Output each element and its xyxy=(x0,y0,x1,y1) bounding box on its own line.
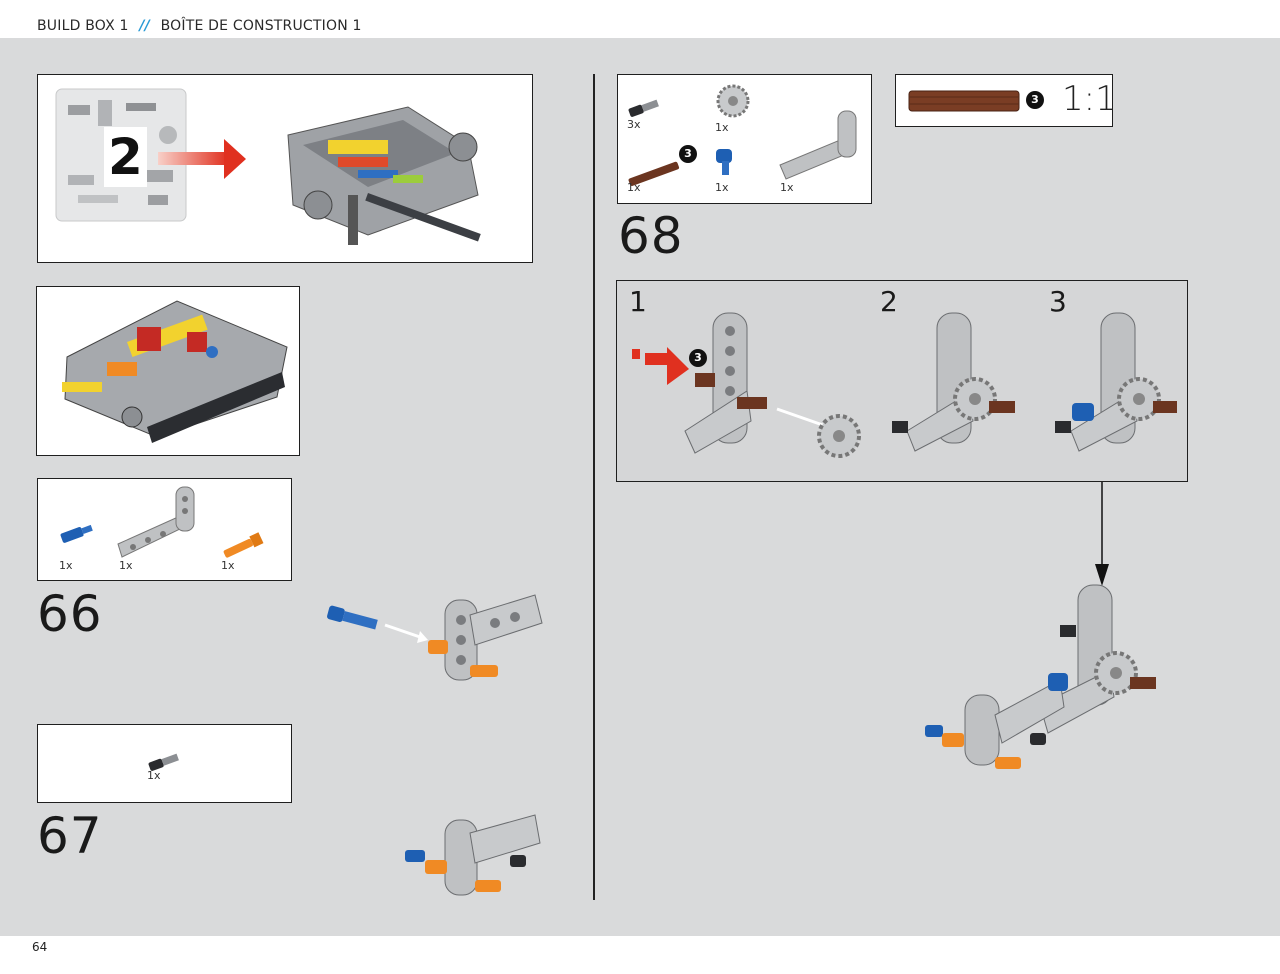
orange-pin-icon xyxy=(942,733,964,747)
axle-reference-badge: 3 xyxy=(1026,91,1044,109)
brown-axle-icon xyxy=(989,401,1015,413)
header-separator: // xyxy=(139,18,150,34)
orange-pin-icon xyxy=(425,860,447,874)
blue-connector-icon xyxy=(1072,403,1094,421)
part-qty-black-pin: 3x xyxy=(627,118,641,131)
axle-length-badge: 3 xyxy=(679,145,697,163)
orange-pin-icon xyxy=(428,640,448,654)
orange-pin-icon xyxy=(470,665,498,677)
blue-connector-icon xyxy=(1048,673,1068,691)
model-overview-image xyxy=(62,300,288,443)
red-arrow-icon xyxy=(158,139,246,179)
insert-arrow xyxy=(384,623,421,639)
brown-axle-icon xyxy=(695,373,715,387)
step-66-parts-icons xyxy=(60,486,264,558)
blue-connector-pin-icon xyxy=(925,725,943,737)
blue-connector-pin-icon xyxy=(327,605,378,630)
black-pin-icon xyxy=(892,421,908,433)
step-66-illustration xyxy=(327,594,543,681)
step-66-parts-list: 1x 1x 1x xyxy=(37,478,292,581)
gray-l-beam-icon xyxy=(779,110,857,180)
black-pin-icon xyxy=(510,855,526,867)
step-68-parts-icons xyxy=(628,84,857,186)
step-67-number: 67 xyxy=(37,807,103,865)
model-overview-panel xyxy=(36,286,300,456)
part-qty-blue-pin: 1x xyxy=(59,559,73,572)
gray-l-beam-icon xyxy=(444,594,543,681)
gear-icon xyxy=(953,377,997,421)
down-arrow-icon xyxy=(1095,482,1109,586)
gray-l-beam-icon xyxy=(1070,312,1138,452)
black-pin-icon xyxy=(628,99,659,117)
part-qty-orange-pin: 1x xyxy=(221,559,235,572)
gray-l-beam-icon xyxy=(684,312,752,454)
column-divider xyxy=(593,74,595,900)
step-68-number: 68 xyxy=(618,207,684,265)
axle-scale-reference: 3 1:1 xyxy=(895,74,1117,127)
gray-l-beam-icon xyxy=(444,819,478,896)
red-arrow-icon xyxy=(632,347,689,385)
gray-l-beam-icon xyxy=(906,312,974,452)
substep-2-number: 2 xyxy=(880,285,898,318)
page-footer: 64 xyxy=(0,936,1280,974)
orange-pin-icon xyxy=(475,880,501,892)
part-qty-blue-connector: 1x xyxy=(715,181,729,194)
gear-icon xyxy=(1117,377,1161,421)
substep-3-number: 3 xyxy=(1049,285,1067,318)
step-67-parts-icons xyxy=(148,753,179,771)
black-pin-icon xyxy=(148,753,179,771)
step-68-result-illustration xyxy=(925,584,1156,769)
gray-l-beam-icon xyxy=(964,679,1065,766)
brown-axle-icon xyxy=(908,90,1020,112)
page-number: 64 xyxy=(32,940,48,954)
orange-pin-icon xyxy=(995,757,1021,769)
step-67-parts-list: 1x xyxy=(37,724,292,803)
scale-label: 1:1 xyxy=(1062,79,1117,119)
header-title-fr: BOÎTE DE CONSTRUCTION 1 xyxy=(160,18,362,34)
header-title-en: BUILD BOX 1 xyxy=(37,18,129,34)
part-qty-black-pin: 1x xyxy=(147,769,161,782)
part-qty-axle: 1x xyxy=(627,181,641,194)
step-66-number: 66 xyxy=(37,585,103,643)
substeps-illustration xyxy=(632,312,1177,458)
step-68-substeps-panel: 1 2 3 xyxy=(616,280,1188,482)
page-header: BUILD BOX 1 // BOÎTE DE CONSTRUCTION 1 xyxy=(0,0,1280,39)
substep-1-number: 1 xyxy=(629,285,647,318)
gray-l-beam-icon xyxy=(117,486,195,558)
black-pin-icon xyxy=(1060,625,1076,637)
part-qty-gear: 1x xyxy=(715,121,729,134)
bag-number: 2 xyxy=(104,127,147,187)
header-title: BUILD BOX 1 // BOÎTE DE CONSTRUCTION 1 xyxy=(37,18,362,34)
brown-axle-icon xyxy=(1130,677,1156,689)
part-qty-l-beam: 1x xyxy=(780,181,794,194)
black-pin-icon xyxy=(1055,421,1071,433)
brown-axle-icon xyxy=(1153,401,1177,413)
gear-icon xyxy=(716,84,750,118)
brown-axle-icon xyxy=(737,397,767,409)
blue-connector-icon xyxy=(716,149,732,175)
gear-icon xyxy=(817,414,861,458)
axle-length-badge: 3 xyxy=(689,349,707,367)
part-qty-l-beam: 1x xyxy=(119,559,133,572)
assembled-model-icon xyxy=(287,106,481,245)
brown-axle-icon xyxy=(628,161,680,186)
blue-connector-pin-icon xyxy=(60,524,93,543)
step-67-illustration xyxy=(405,814,541,896)
step-68-parts-list: 3 3x 1x 1x 1x 1x xyxy=(617,74,872,204)
blue-connector-pin-icon xyxy=(405,850,425,862)
bag-open-panel: 2 xyxy=(37,74,533,263)
gear-icon xyxy=(1094,651,1138,695)
orange-pin-icon xyxy=(223,532,264,558)
black-pin-icon xyxy=(1030,733,1046,745)
